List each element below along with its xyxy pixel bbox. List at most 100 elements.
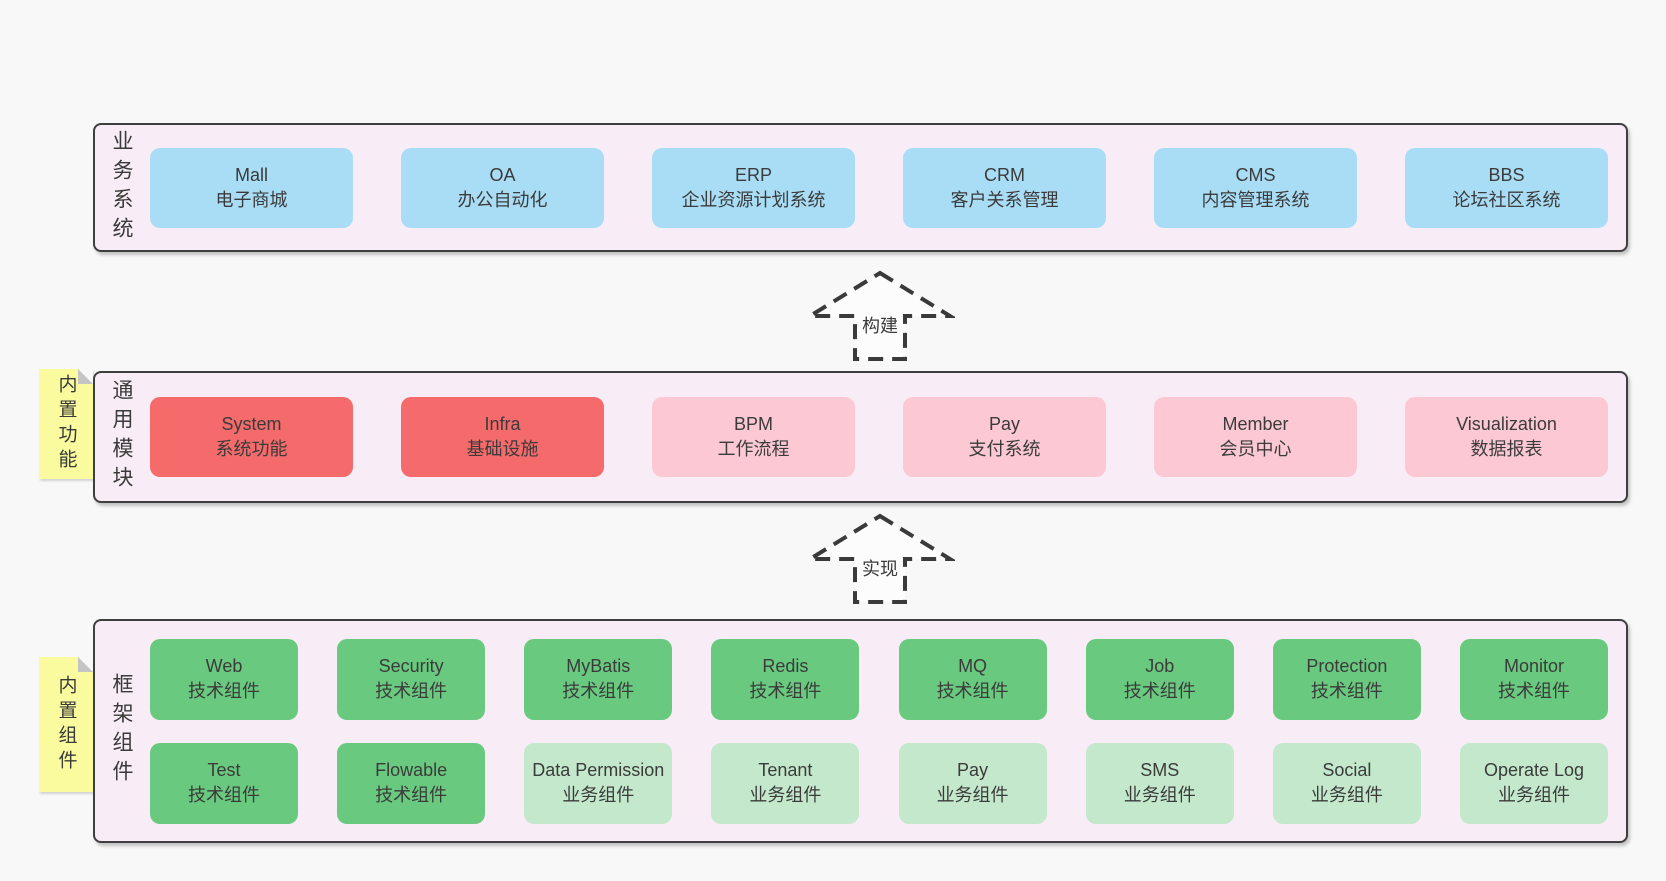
box-security: Security 技术组件 <box>337 638 486 720</box>
box-name-en: Operate Log <box>1483 760 1585 780</box>
box-operate-log: Operate Log 业务组件 <box>1459 742 1608 824</box>
box-name-zh: 技术组件 <box>188 785 260 805</box>
box-name-zh: 技术组件 <box>375 681 448 701</box>
box-name-zh: 技术组件 <box>188 681 260 701</box>
box-name-zh: 企业资源计划系统 <box>681 189 826 210</box>
panel-label-common-modules: 通用模块 <box>110 379 133 495</box>
panel-label-business-systems: 业务系统 <box>110 129 133 246</box>
box-name-en: Protection <box>1306 656 1388 676</box>
box-name-en: Social <box>1322 760 1372 780</box>
box-name-en: Flowable <box>375 760 448 780</box>
sticky-note-label: 内置功能 <box>55 374 77 474</box>
box-name-en: Mall <box>234 164 268 185</box>
box-name-en: Tenant <box>758 760 813 780</box>
box-infra: Infra 基础设施 <box>401 397 604 477</box>
arrow-build: 构建 <box>805 270 955 362</box>
box-name-en: Visualization <box>1456 414 1557 434</box>
box-social: Social 业务组件 <box>1272 742 1421 824</box>
box-name-zh: 业务组件 <box>1123 785 1196 805</box>
box-name-en: OA <box>489 164 516 185</box>
box-tenant: Tenant 业务组件 <box>711 742 860 824</box>
box-name-en: CRM <box>984 164 1025 185</box>
sticky-note-label: 内置组件 <box>55 674 77 775</box>
box-web: Web 技术组件 <box>150 638 298 720</box>
arrow-build-label: 构建 <box>859 312 901 338</box>
box-name-zh: 系统功能 <box>215 439 288 459</box>
box-name-en: Pay <box>957 760 989 780</box>
box-system: System 系统功能 <box>150 397 353 477</box>
box-name-en: Job <box>1145 656 1175 676</box>
box-bpm: BPM 工作流程 <box>652 397 855 477</box>
box-sms: SMS 业务组件 <box>1085 742 1234 824</box>
box-name-zh: 支付系统 <box>968 439 1041 459</box>
box-name-zh: 业务组件 <box>936 785 1009 805</box>
box-name-zh: 技术组件 <box>1497 681 1570 701</box>
box-name-en: System <box>221 414 282 434</box>
box-name-en: Monitor <box>1503 656 1564 676</box>
panel-framework-components: 框架组件 Web 技术组件 Security 技术组件 MyBatis 技术组件… <box>93 619 1628 843</box>
box-name-en: Pay <box>988 414 1021 434</box>
box-cms: CMS 内容管理系统 <box>1154 147 1357 228</box>
panel-label-framework-components: 框架组件 <box>110 673 133 789</box>
modules-boxes-row: System 系统功能 Infra 基础设施 BPM 工作流程 Pay 支付系统… <box>150 397 1608 477</box>
box-name-en: Member <box>1222 414 1289 434</box>
box-name-en: ERP <box>734 164 772 185</box>
box-flowable: Flowable 技术组件 <box>337 742 486 824</box>
box-name-zh: 技术组件 <box>1310 681 1383 701</box>
sticky-note-built-in-features: 内置功能 <box>39 369 93 479</box>
box-name-zh: 内容管理系统 <box>1201 189 1310 210</box>
box-name-en: Web <box>205 656 243 676</box>
box-mq: MQ 技术组件 <box>898 638 1047 720</box>
box-name-en: BBS <box>1488 164 1525 185</box>
business-boxes-row: Mall 电子商城 OA 办公自动化 ERP 企业资源计划系统 CRM 客户关系… <box>150 147 1608 228</box>
box-protection: Protection 技术组件 <box>1272 638 1421 720</box>
panel-business-systems: 业务系统 Mall 电子商城 OA 办公自动化 ERP 企业资源计划系统 CRM… <box>93 123 1628 252</box>
box-name-zh: 业务组件 <box>1310 785 1383 805</box>
box-name-en: Test <box>207 760 241 780</box>
box-name-zh: 客户关系管理 <box>950 189 1059 210</box>
box-monitor: Monitor 技术组件 <box>1459 638 1608 720</box>
box-name-en: MyBatis <box>566 656 631 676</box>
box-name-zh: 电子商城 <box>215 189 288 210</box>
box-erp: ERP 企业资源计划系统 <box>652 147 855 228</box>
arrow-implement-label: 实现 <box>859 555 901 581</box>
box-name-zh: 业务组件 <box>749 785 822 805</box>
box-name-zh: 论坛社区系统 <box>1452 189 1561 210</box>
box-name-zh: 业务组件 <box>562 785 635 805</box>
box-name-zh: 技术组件 <box>562 681 635 701</box>
box-name-zh: 技术组件 <box>936 681 1009 701</box>
components-row-1: Web 技术组件 Security 技术组件 MyBatis 技术组件 Redi… <box>150 638 1608 720</box>
box-name-en: Infra <box>484 414 521 434</box>
box-name-en: MQ <box>958 656 988 676</box>
box-name-zh: 办公自动化 <box>457 189 548 210</box>
box-visualization: Visualization 数据报表 <box>1405 397 1608 477</box>
box-name-en: CMS <box>1235 164 1276 185</box>
box-pay: Pay 支付系统 <box>903 397 1106 477</box>
sticky-note-built-in-components: 内置组件 <box>39 657 93 792</box>
box-name-en: BPM <box>733 414 773 434</box>
box-crm: CRM 客户关系管理 <box>903 147 1106 228</box>
components-row-2: Test 技术组件 Flowable 技术组件 Data Permission … <box>150 742 1608 824</box>
box-mall: Mall 电子商城 <box>150 147 353 228</box>
box-name-zh: 工作流程 <box>717 439 790 459</box>
box-name-en: SMS <box>1140 760 1180 780</box>
box-test: Test 技术组件 <box>150 742 298 824</box>
box-oa: OA 办公自动化 <box>401 147 604 228</box>
box-name-en: Security <box>378 656 444 676</box>
box-redis: Redis 技术组件 <box>711 638 860 720</box>
box-mybatis: MyBatis 技术组件 <box>524 638 673 720</box>
box-name-zh: 技术组件 <box>375 785 448 805</box>
box-name-zh: 基础设施 <box>466 439 539 459</box>
box-name-en: Redis <box>762 656 809 676</box>
box-name-zh: 业务组件 <box>1497 785 1570 805</box>
components-grid: Web 技术组件 Security 技术组件 MyBatis 技术组件 Redi… <box>150 638 1608 824</box>
box-bbs: BBS 论坛社区系统 <box>1405 147 1608 228</box>
box-member: Member 会员中心 <box>1154 397 1357 477</box>
box-name-zh: 数据报表 <box>1470 439 1543 459</box>
box-name-zh: 会员中心 <box>1219 439 1292 459</box>
arrow-implement: 实现 <box>805 513 955 605</box>
box-data-permission: Data Permission 业务组件 <box>524 742 673 824</box>
box-name-zh: 技术组件 <box>1123 681 1196 701</box>
box-name-zh: 技术组件 <box>749 681 822 701</box>
